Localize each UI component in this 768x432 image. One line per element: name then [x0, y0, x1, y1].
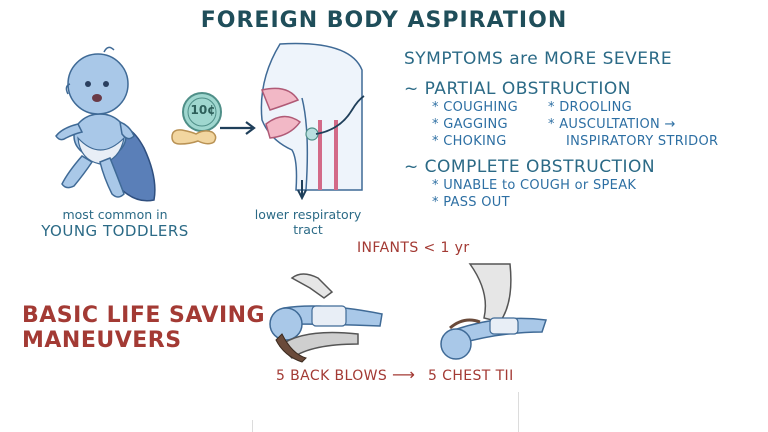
- symptom-gagging: * GAGGING: [432, 117, 508, 132]
- partial-obstruction-heading: ~ PARTIAL OBSTRUCTION: [404, 79, 631, 99]
- divider: [518, 392, 519, 432]
- airway-caption-line2: tract: [293, 222, 323, 237]
- toddler-illustration: [55, 46, 156, 202]
- infants-label: INFANTS < 1 yr: [357, 240, 470, 256]
- complete-obstruction-heading: ~ COMPLETE OBSTRUCTION: [404, 157, 656, 177]
- symptom-unable-to-cough: * UNABLE to COUGH or SPEAK: [432, 178, 637, 193]
- symptom-drooling: * DROOLING: [548, 100, 633, 115]
- symptom-pass-out: * PASS OUT: [432, 195, 510, 210]
- bls-heading-line1: BASIC LIFE SAVING: [22, 303, 266, 328]
- symptoms-heading: SYMPTOMS are MORE SEVERE: [404, 49, 673, 69]
- page-title: FOREIGN BODY ASPIRATION: [200, 8, 568, 33]
- back-blows-label: 5 BACK BLOWS: [276, 368, 388, 384]
- toddler-caption-line2: YOUNG TODDLERS: [41, 222, 189, 240]
- bls-heading: BASIC LIFE SAVING MANEUVERS: [22, 303, 265, 353]
- chest-thrusts-label: 5 CHEST TII: [428, 368, 514, 384]
- symptom-auscultation: * AUSCULTATION →: [548, 117, 676, 132]
- maneuver-arrow-icon: ⟶: [392, 365, 416, 384]
- symptom-coughing: * COUGHING: [432, 100, 518, 115]
- airway-illustration: [260, 42, 365, 200]
- back-blows-illustration: [269, 273, 383, 363]
- bls-heading-line2: MANEUVERS: [22, 328, 182, 353]
- airway-caption-line1: lower respiratory: [254, 207, 362, 222]
- chest-thrust-illustration: [440, 263, 547, 360]
- symptom-inspiratory-stridor: INSPIRATORY STRIDOR: [566, 134, 719, 149]
- symptom-choking: * CHOKING: [432, 134, 507, 149]
- coin-label: 10¢: [190, 103, 216, 117]
- arrow-icon: [220, 121, 256, 135]
- toddler-caption-line1: most common in: [62, 207, 168, 222]
- divider: [252, 420, 253, 432]
- peanut-icon: [171, 129, 217, 145]
